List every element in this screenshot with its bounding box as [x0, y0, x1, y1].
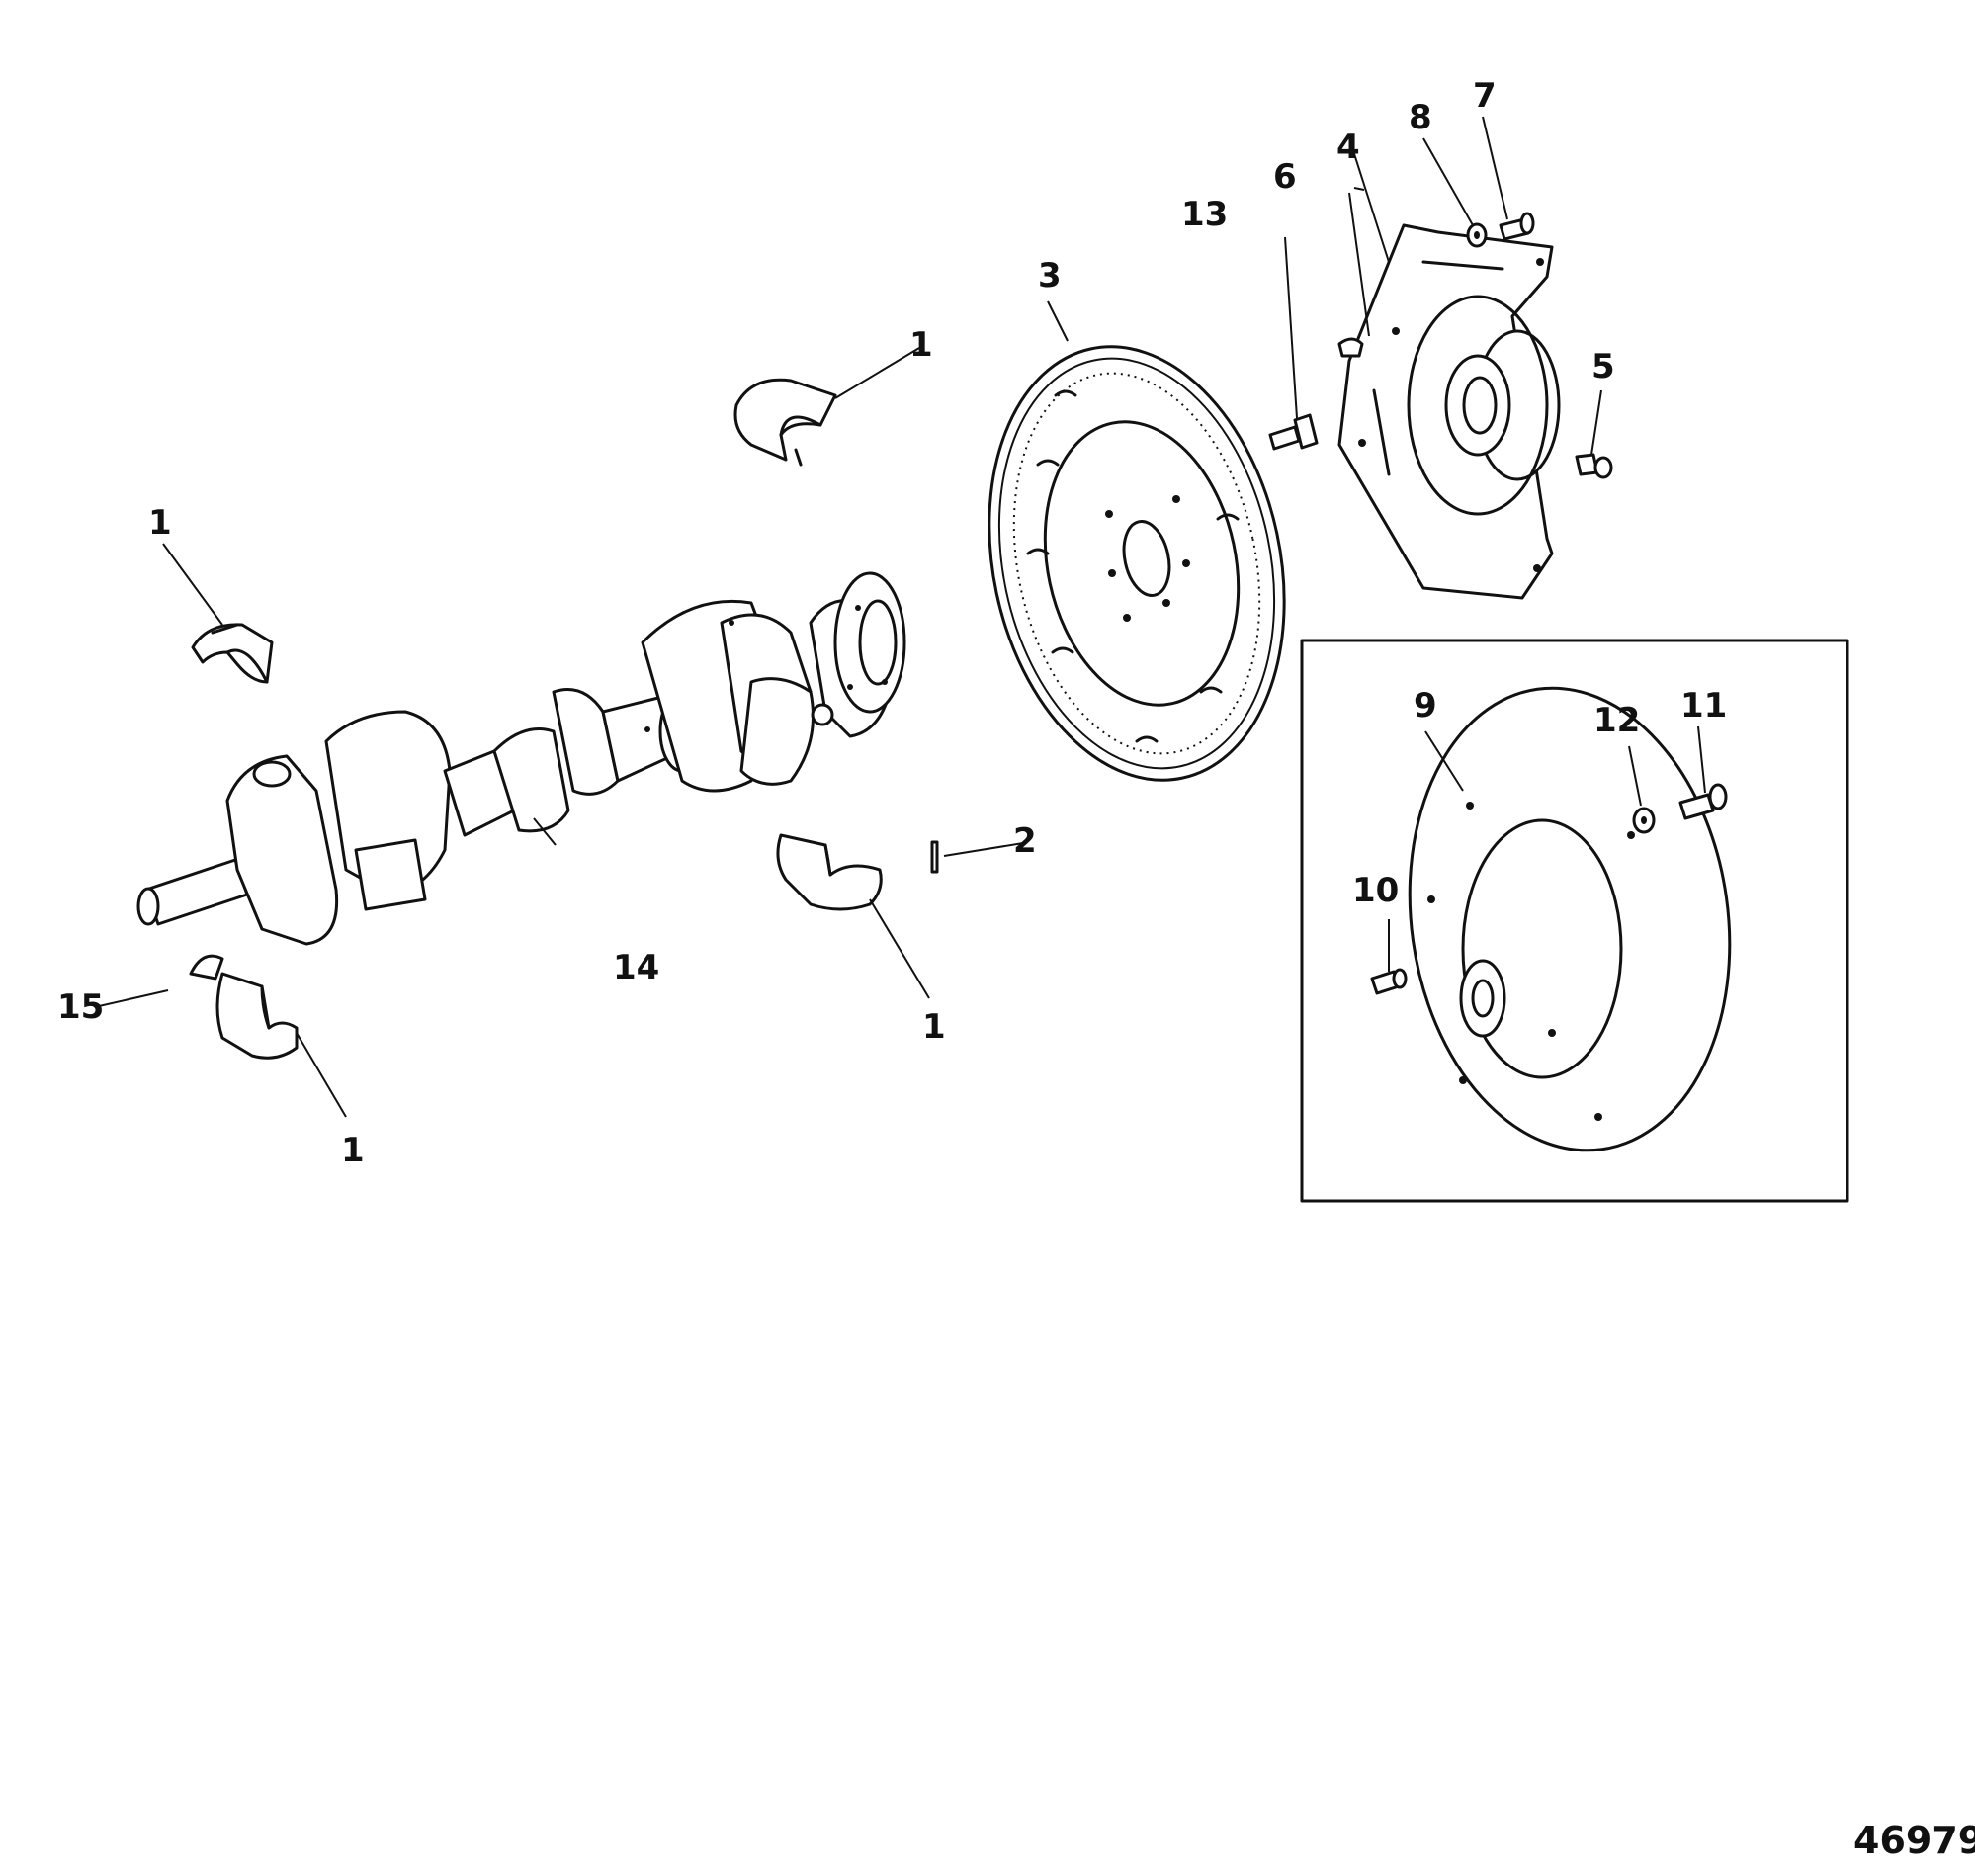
- callout-labels: 1 1 1 1 2 3 4 5 6 7 8 9 10 11 12 13 14 1…: [57, 76, 1727, 1170]
- plate-washer: [1466, 222, 1488, 248]
- callout-15: 15: [57, 987, 104, 1027]
- alternate-drive-plate-inset: [1300, 639, 1849, 1203]
- alternate-drive-plate: [1408, 686, 1732, 1152]
- flywheel-bolt: [1268, 413, 1319, 451]
- plate-screw: [1575, 453, 1613, 479]
- main-bearing-lower-left: [215, 972, 299, 1060]
- drive-plate-assembly: [1337, 223, 1561, 600]
- callout-1-lower-middle: 1: [922, 1007, 946, 1047]
- callout-5: 5: [1591, 347, 1615, 386]
- callout-10: 10: [1352, 871, 1399, 910]
- callout-8: 8: [1409, 98, 1432, 137]
- callout-6: 6: [1273, 157, 1297, 197]
- callout-4: 4: [1336, 128, 1360, 167]
- alternate-plate-washer: [1632, 807, 1656, 834]
- callout-1-lower-left: 1: [341, 1131, 365, 1170]
- alternate-plate-bolt: [1678, 783, 1728, 820]
- callout-11: 11: [1680, 686, 1727, 725]
- main-bearing-upper-left: [191, 623, 274, 684]
- callout-9: 9: [1414, 686, 1437, 725]
- drawing-number: 46979: [1853, 1819, 1975, 1862]
- leader-lines: [98, 116, 1706, 1118]
- callout-1-upper-left: 1: [148, 503, 172, 543]
- plate-bolt: [1499, 212, 1535, 241]
- callout-2: 2: [1013, 821, 1037, 861]
- alternate-plate-screw: [1370, 968, 1408, 995]
- crankshaft: [136, 571, 906, 946]
- plate-plug: [1337, 337, 1364, 358]
- callout-3: 3: [1038, 256, 1062, 296]
- crankshaft-key: [189, 954, 224, 981]
- main-bearing-upper-right: [733, 378, 837, 467]
- callout-12: 12: [1593, 701, 1640, 740]
- callout-13: 13: [1181, 195, 1228, 234]
- callout-1-upper-right: 1: [909, 325, 933, 365]
- callout-14: 14: [613, 948, 659, 987]
- main-bearing-lower-middle: [776, 833, 883, 911]
- dowel-pin: [930, 840, 939, 874]
- flywheel: [988, 345, 1286, 782]
- callout-7: 7: [1473, 76, 1497, 116]
